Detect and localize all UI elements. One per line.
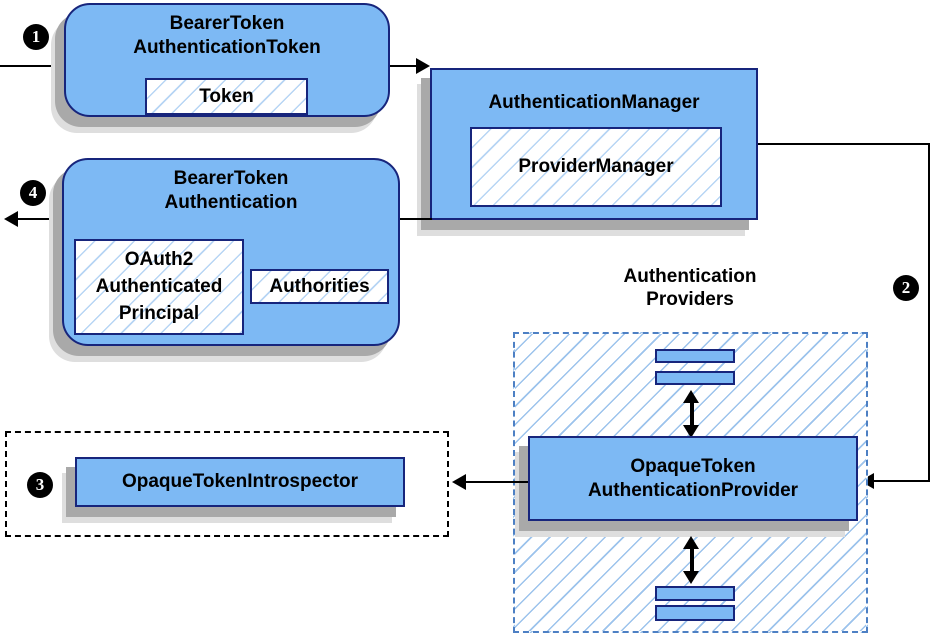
other-provider-bar [655,605,735,621]
principal-label-line: Authenticated [95,276,223,297]
heading-line: Providers [646,289,734,310]
provider-manager-inner-box: ProviderManager [470,127,722,207]
bearer-token-authentication-node: BearerToken Authentication OAuth2 Authen… [62,158,400,346]
node-title-line: OpaqueToken [630,456,756,477]
other-provider-bar [655,349,735,363]
opaque-token-introspector-node: OpaqueTokenIntrospector [75,457,405,507]
manager-to-provider-edge-bottom [874,480,930,482]
arrowhead-left-icon [4,211,18,227]
double-arrow-down-icon [683,571,699,584]
token-inner-box: Token [145,78,308,115]
introspector-label: OpaqueTokenIntrospector [121,471,359,492]
double-arrow-up-icon [683,390,699,403]
authentication-manager-node: AuthenticationManager ProviderManager [430,68,758,220]
other-provider-bar [655,586,735,601]
node-title-line: BearerToken [173,168,289,189]
node-title-line: BearerToken [169,13,285,34]
principal-label-line: Principal [118,303,200,324]
authentication-providers-area: OpaqueToken AuthenticationProvider [513,332,868,633]
token-label: Token [199,86,254,107]
double-arrow-shaft [690,547,694,573]
node-title-line: AuthenticationProvider [587,480,799,501]
provider-to-introspector-edge [464,481,528,483]
opaque-token-introspector-container: 3 OpaqueTokenIntrospector [5,431,449,537]
token-to-manager-edge [390,65,418,67]
authorities-label: Authorities [269,276,370,297]
double-arrow-shaft [690,401,694,427]
bearer-token-authentication-token-node: BearerToken AuthenticationToken Token [64,3,390,117]
step-2-badge: 2 [893,275,919,301]
step-1-badge: 1 [23,24,49,50]
double-arrow-down-icon [683,425,699,438]
step-3-badge: 3 [27,472,53,498]
manager-to-provider-edge-top [758,143,930,145]
oauth2-authenticated-principal-box: OAuth2 Authenticated Principal [74,239,244,335]
incoming-request-edge [0,65,64,67]
manager-to-authentication-edge [400,218,432,220]
authentication-out-edge [16,218,62,220]
arrowhead-left-icon [452,474,466,490]
heading-line: Authentication [623,266,757,287]
double-arrow-up-icon [683,536,699,549]
authentication-providers-heading: Authentication Providers [565,265,815,311]
principal-label-line: OAuth2 [124,249,194,270]
node-title-line: Authentication [164,192,298,213]
node-title: AuthenticationManager [488,92,700,113]
arrowhead-right-icon [416,58,430,74]
manager-to-provider-edge-vertical [928,143,930,482]
authorities-box: Authorities [250,269,389,304]
other-provider-bar [655,371,735,385]
node-title-line: AuthenticationToken [133,37,321,58]
opaque-token-authentication-provider-node: OpaqueToken AuthenticationProvider [528,436,858,521]
step-4-badge: 4 [20,180,46,206]
provider-manager-label: ProviderManager [518,156,674,177]
